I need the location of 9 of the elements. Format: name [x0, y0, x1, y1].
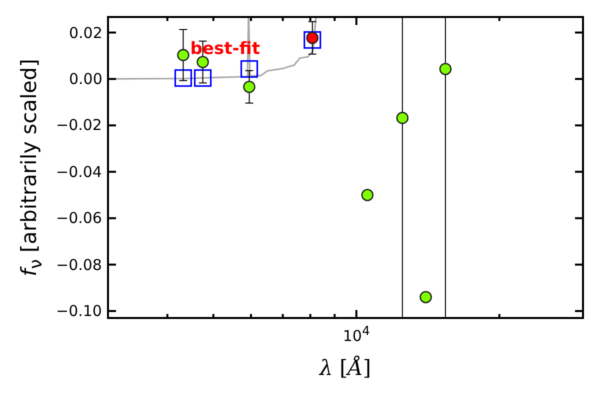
tick-label: 10$^{4}$	[342, 323, 370, 345]
tick-label: 0.02	[69, 24, 102, 42]
tick-label: −0.02	[56, 116, 102, 134]
tick-label: −0.06	[56, 209, 102, 228]
tick-label: −0.08	[56, 256, 102, 274]
tick-label: 0.00	[69, 70, 102, 88]
axis-title: λ [Å]	[320, 356, 372, 380]
tick-label: −0.10	[56, 302, 102, 320]
tick-label: −0.04	[56, 162, 102, 181]
